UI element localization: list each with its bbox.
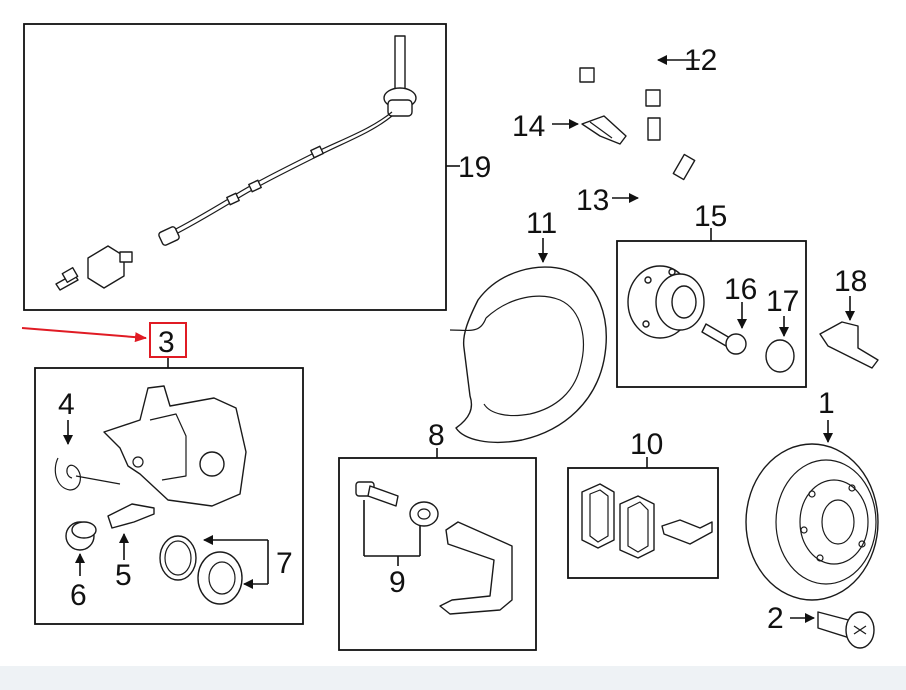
callout-18[interactable]: 18 xyxy=(834,265,867,298)
callout-16[interactable]: 16 xyxy=(724,273,757,306)
callout-6[interactable]: 6 xyxy=(70,579,87,612)
box-19-wheel-speed-sensor: 19 xyxy=(23,23,491,311)
callout-7[interactable]: 7 xyxy=(276,547,293,580)
brake-rotor-1: 1 xyxy=(745,387,879,601)
highlight-box xyxy=(149,322,187,358)
callout-1[interactable]: 1 xyxy=(818,387,835,420)
callout-8[interactable]: 8 xyxy=(428,419,445,452)
callout-17[interactable]: 17 xyxy=(766,285,799,318)
callout-4[interactable]: 4 xyxy=(58,388,75,421)
callout-15[interactable]: 15 xyxy=(694,200,727,233)
footer-strip xyxy=(0,666,906,690)
wheel-bolt-2: 2 xyxy=(767,602,875,649)
hose-clip-14: 14 xyxy=(512,110,627,145)
callout-9[interactable]: 9 xyxy=(389,566,406,599)
box-3-caliper-assembly: 3 4 5 6 7 xyxy=(21,322,304,625)
brake-hose-13: 13 xyxy=(576,117,696,217)
callout-2[interactable]: 2 xyxy=(767,602,784,635)
callout-11[interactable]: 11 xyxy=(526,207,557,240)
brake-hose-12: 12 xyxy=(579,23,717,107)
box-8-caliper-bracket: 8 9 xyxy=(338,419,537,651)
callout-3[interactable]: 3 xyxy=(158,326,175,359)
box-10-brake-pads: 10 xyxy=(567,428,719,579)
highlight-arrow xyxy=(21,327,147,343)
box-15-hub-bearing: 15 16 17 xyxy=(616,200,807,388)
callout-10[interactable]: 10 xyxy=(630,428,663,461)
callout-19[interactable]: 19 xyxy=(458,151,491,184)
callout-5[interactable]: 5 xyxy=(115,559,132,592)
splash-shield-11: 11 xyxy=(449,207,607,443)
callout-14[interactable]: 14 xyxy=(512,110,545,143)
sensor-bracket-18: 18 xyxy=(819,265,879,369)
callout-13[interactable]: 13 xyxy=(576,184,609,217)
callout-12[interactable]: 12 xyxy=(684,44,717,77)
